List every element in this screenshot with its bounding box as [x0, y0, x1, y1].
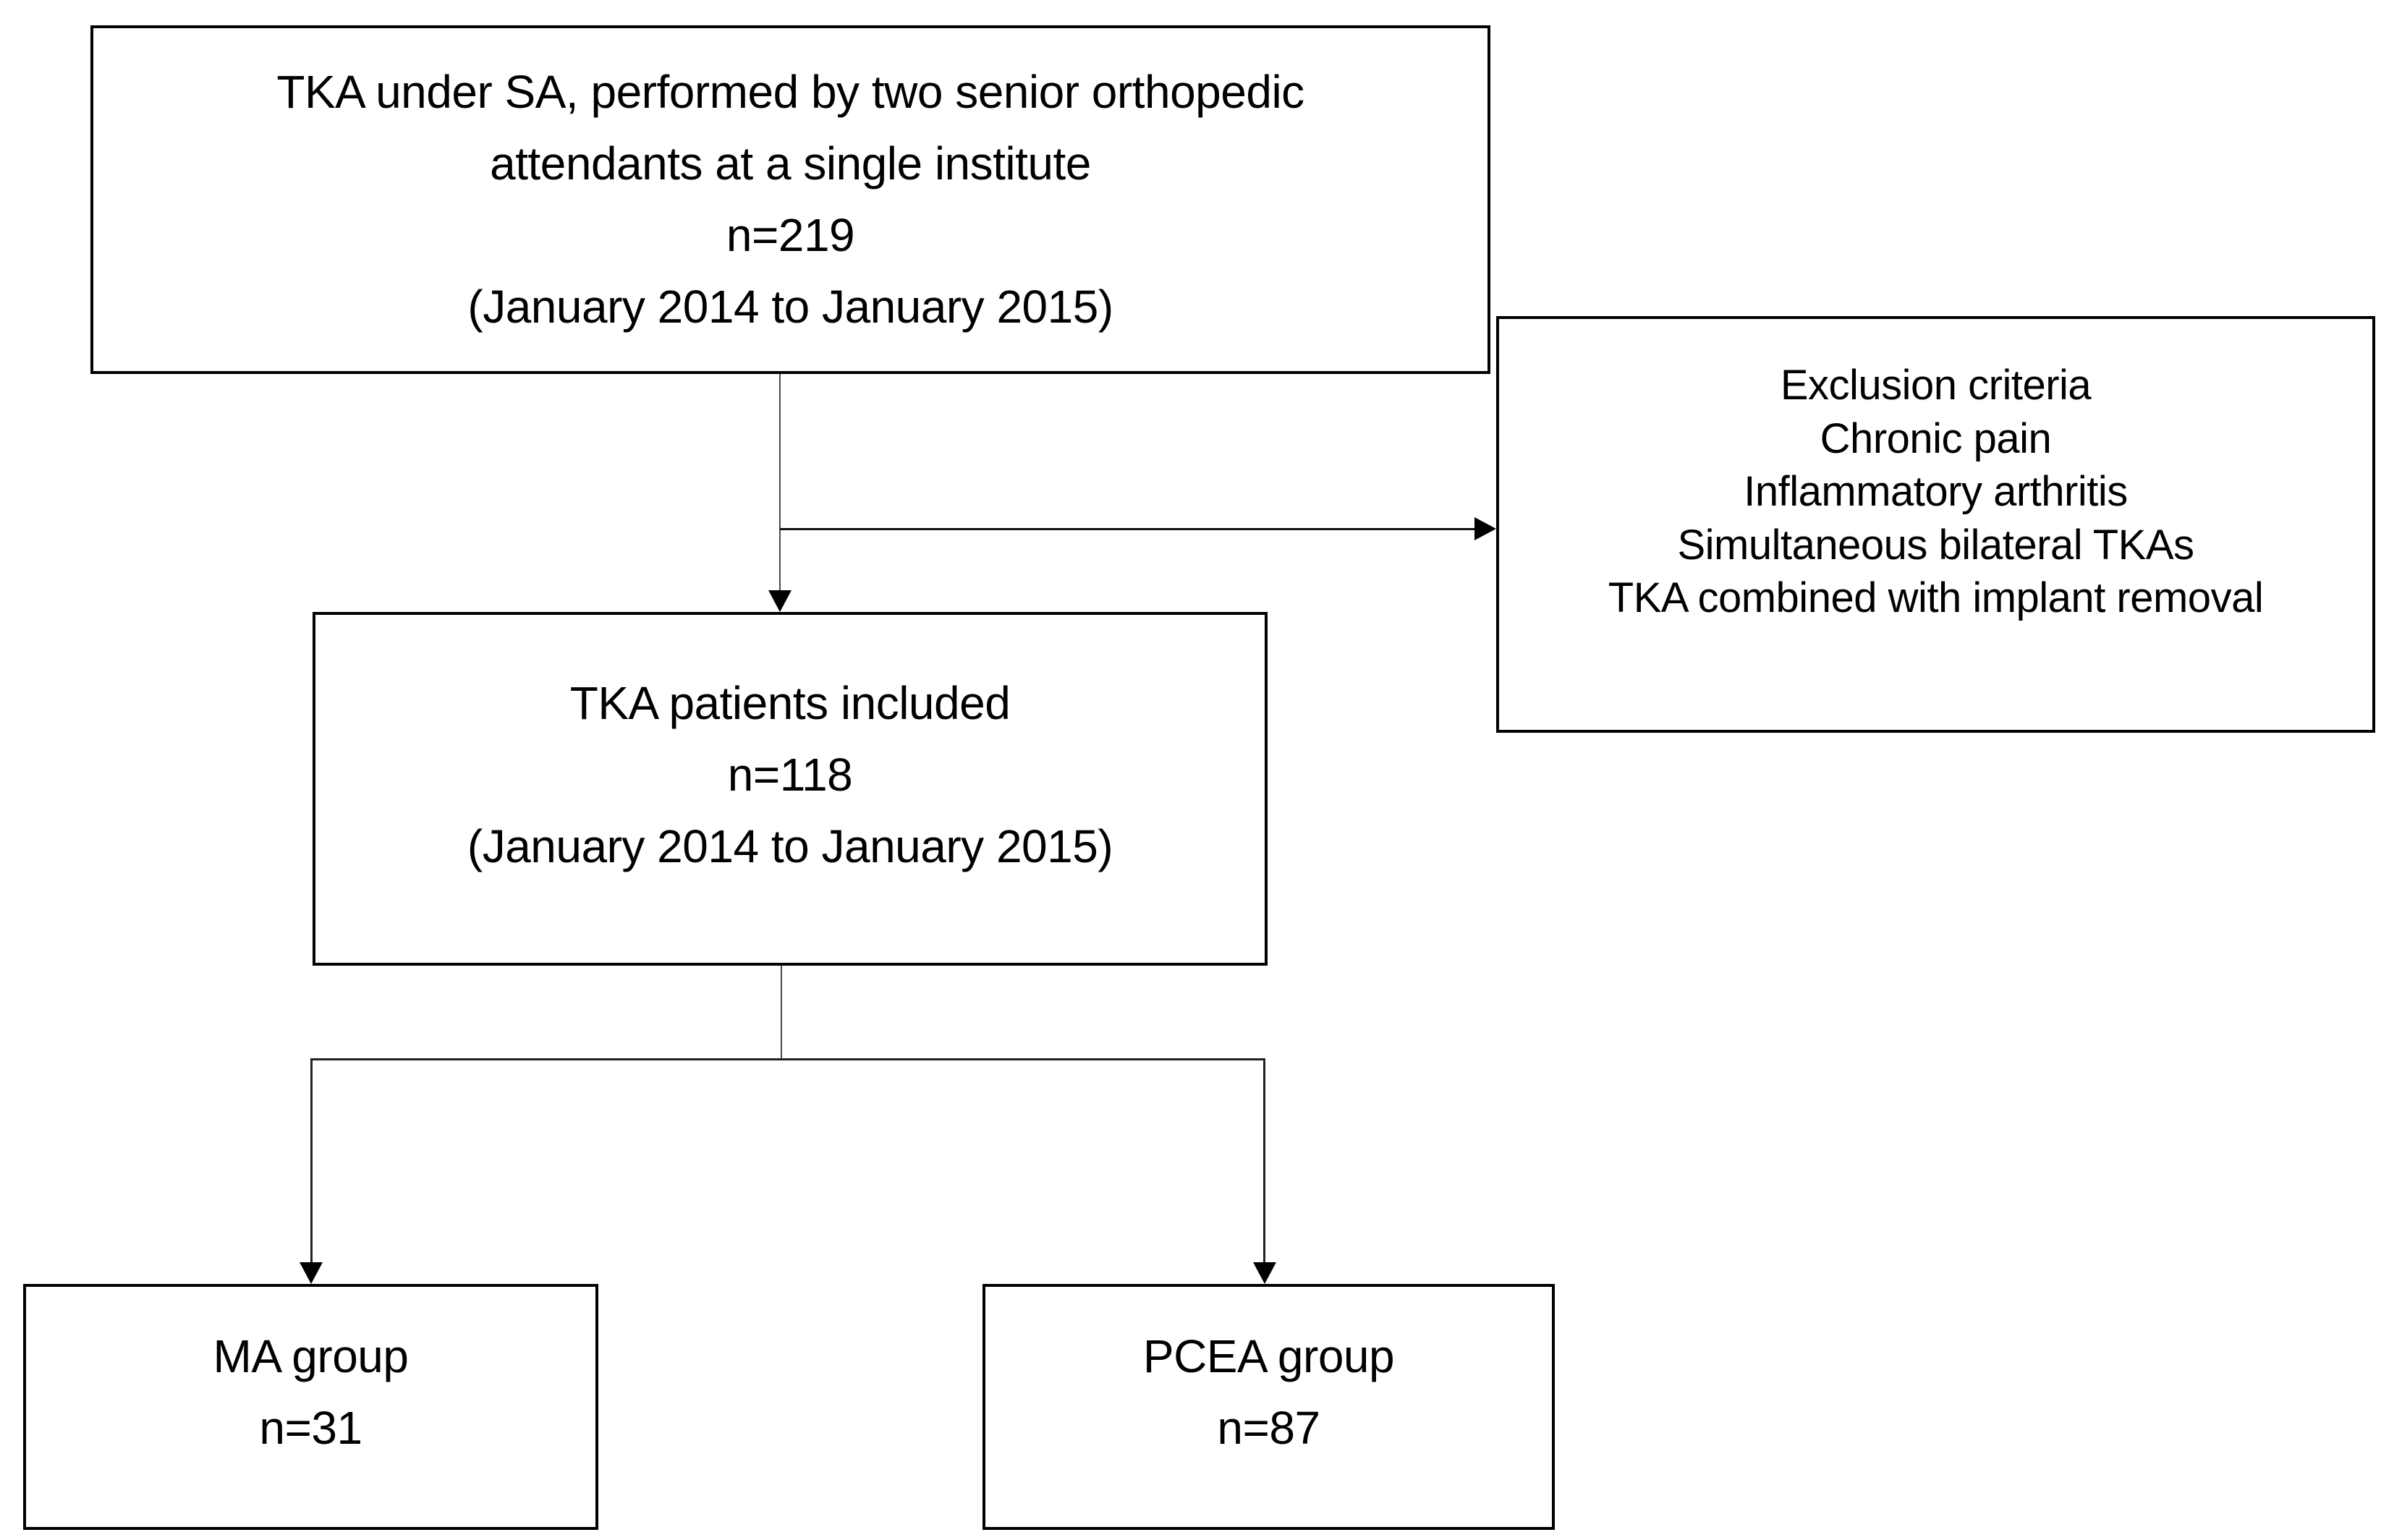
pcea-group-count: n=87: [1217, 1402, 1320, 1454]
arrowhead-down-included-icon: [768, 590, 792, 612]
included-line-1: TKA patients included: [569, 676, 1011, 729]
ma-group-box: MA group n=31: [23, 1284, 598, 1530]
exclusion-criteria-box: Exclusion criteria Chronic pain Inflamma…: [1496, 316, 2375, 733]
arrowhead-down-ma-icon: [300, 1262, 323, 1284]
exclusion-item-3: Simultaneous bilateral TKAs: [1677, 521, 2194, 569]
enrollment-count: n=219: [726, 209, 855, 261]
connector-split-to-pcea: [1263, 1058, 1265, 1264]
pcea-group-label: PCEA group: [1142, 1330, 1395, 1382]
arrowhead-down-pcea-icon: [1253, 1262, 1276, 1284]
included-count: n=118: [727, 748, 853, 801]
exclusion-item-2: Inflammatory arthritis: [1744, 468, 2128, 516]
enrollment-period: (January 2014 to January 2015): [467, 281, 1113, 333]
exclusion-item-4: TKA combined with implant removal: [1608, 574, 2264, 622]
ma-group-count: n=31: [259, 1402, 362, 1454]
connector-split-horizontal: [310, 1058, 1265, 1060]
connector-split-to-ma: [310, 1058, 313, 1264]
enrollment-line-1: TKA under SA, performed by two senior or…: [276, 65, 1304, 118]
included-patients-box: TKA patients included n=118 (January 201…: [313, 612, 1268, 966]
exclusion-item-1: Chronic pain: [1820, 414, 2052, 462]
arrowhead-right-exclusion-icon: [1474, 517, 1496, 540]
ma-group-label: MA group: [213, 1330, 409, 1382]
connector-branch-to-exclusion: [780, 528, 1476, 530]
enrollment-box: TKA under SA, performed by two senior or…: [90, 25, 1490, 374]
connector-included-to-split: [781, 966, 782, 1059]
included-period: (January 2014 to January 2015): [467, 820, 1113, 873]
enrollment-line-2: attendants at a single institute: [490, 137, 1091, 190]
pcea-group-box: PCEA group n=87: [983, 1284, 1555, 1530]
exclusion-title: Exclusion criteria: [1780, 361, 2092, 409]
connector-enrollment-to-included: [779, 374, 781, 593]
